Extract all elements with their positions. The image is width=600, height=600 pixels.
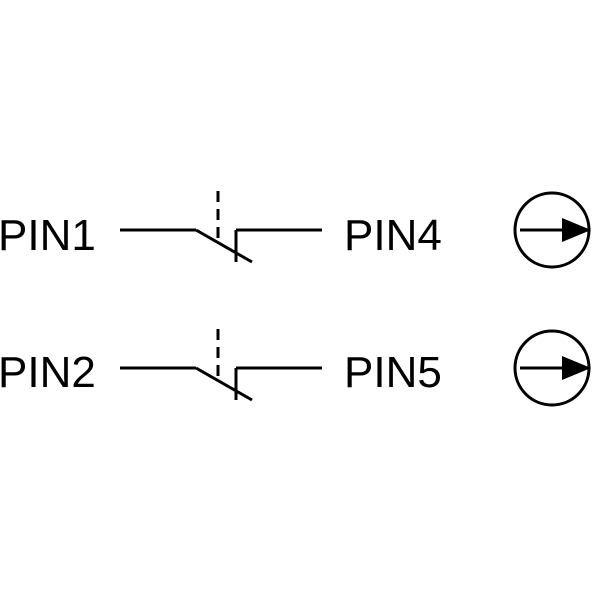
contact-row-2: PIN2 PIN5 [0, 329, 591, 407]
pin5-label: PIN5 [344, 348, 442, 397]
nc-contact-symbol-2 [120, 329, 322, 402]
circle-arrow-right-icon [513, 329, 591, 407]
circle-arrow-right-icon [513, 191, 591, 269]
contact-blade-1 [195, 228, 253, 264]
pin1-label: PIN1 [0, 211, 96, 260]
pin4-label: PIN4 [344, 211, 442, 260]
pin2-label: PIN2 [0, 348, 96, 397]
contact-row-1: PIN1 PIN4 [0, 191, 591, 269]
contact-blade-2 [195, 366, 253, 402]
nc-contact-symbol-1 [120, 191, 322, 264]
